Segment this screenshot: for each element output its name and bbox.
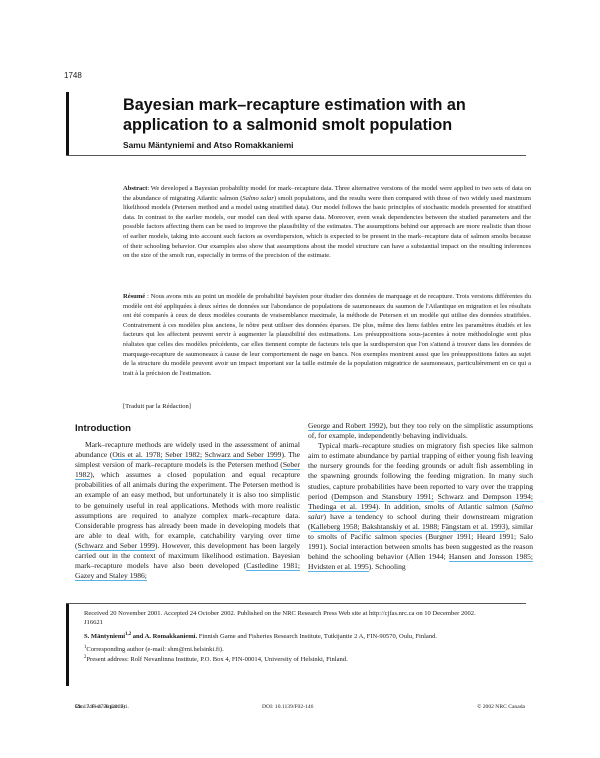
species-name: Salmo salar [242, 194, 274, 202]
title-line-2: application to a salmonid smolt populati… [123, 116, 453, 134]
page-number: 1748 [64, 71, 82, 80]
abstract-text: : We developed a Bayesian probability mo… [123, 185, 531, 202]
citation-link[interactable]: George and Robert 1992 [308, 421, 384, 431]
citation-link[interactable]: Dempson and Stansbury 1991; [333, 491, 434, 502]
body-text: ), similar to smolts of Pacific salmon s… [308, 521, 534, 562]
citation-link[interactable]: Hvidsten et al. 1995 [308, 562, 369, 573]
citation-link[interactable]: Schwarz and Dempson 1994; [437, 491, 533, 502]
citation-link[interactable]: Bakshtanskiy et al. 1988; [361, 521, 440, 532]
citation-link[interactable]: Schwarz and Seber 1999 [77, 540, 155, 551]
author-name: S. Mäntyniemi [84, 632, 126, 640]
body-text: ). The simplest version of mark–recaptur… [75, 450, 301, 470]
citation-link[interactable]: Thedinga et al. 1994 [308, 501, 376, 512]
citation-link[interactable]: Castledine 1981; [246, 561, 300, 572]
article-title: Bayesian mark–recapture estimation with … [123, 95, 543, 135]
paragraph: George and Robert 1992), but they too re… [308, 421, 533, 441]
citation-link[interactable]: Seber 1982 [75, 460, 300, 481]
paragraph: Typical mark–recapture studies on migrat… [308, 441, 534, 573]
introduction-column-right: George and Robert 1992), but they too re… [308, 421, 534, 573]
body-text: ). In addition, smolts of Atlantic salmo… [375, 501, 515, 511]
citation-link[interactable]: Hansen and Jonsson 1985; [448, 552, 533, 563]
species-name: Salmo salar [308, 501, 533, 521]
body-text: Typical mark–recapture studies on migrat… [308, 441, 533, 501]
citation-link[interactable]: Seber 1982; [165, 450, 203, 461]
footnote-vertical-bar [66, 604, 69, 686]
manuscript-id: J16621 [84, 619, 103, 627]
author-affiliation: S. Mäntyniemi1,2 and A. Romakkaniemi. Fi… [84, 632, 529, 641]
body-text: ), but they too rely on the simplistic a… [308, 421, 533, 441]
footnote-marker: 1 [84, 645, 87, 651]
resume: Résumé : Nous avons mis au point un modè… [123, 292, 531, 378]
footnote-2: 2Present address: Rolf Nevanlinna Instit… [84, 655, 529, 664]
citation-link[interactable]: Kalleberg 1958; [310, 521, 360, 532]
footnotes: Received 20 November 2001. Accepted 24 O… [84, 609, 529, 664]
section-heading-introduction: Introduction [75, 423, 131, 434]
footnote-marker: 1,2 [125, 631, 132, 637]
header-divider [66, 155, 526, 156]
citation-link[interactable]: Gazey and Staley 1986; [75, 571, 147, 582]
volume-number: 59 [75, 704, 81, 710]
citation-text: Can. J. Fish. Aquat. Sci. [75, 704, 129, 710]
copyright: © 2002 NRC Canada [477, 704, 525, 710]
citation-link[interactable]: Schwarz and Seber 1999 [204, 450, 282, 461]
citation-text: : 1748–1758 (2002) [80, 704, 126, 710]
body-text: ). Schooling [368, 562, 406, 572]
abstract-label: Abstract [123, 185, 148, 192]
footnote-text: Corresponding author (e-mail: shm@rni.he… [86, 646, 224, 654]
paragraph: Mark–recapture methods are widely used i… [75, 440, 301, 582]
footnote-divider [66, 603, 526, 604]
author-name: and A. Romakkaniemi. [131, 632, 198, 640]
footnote-1: 1Corresponding author (e-mail: shm@rni.h… [84, 645, 529, 654]
affiliation-text: Finnish Game and Fisheries Research Inst… [197, 632, 437, 640]
header-vertical-bar [66, 92, 69, 156]
footnote-text: Present address: Rolf Nevanlinna Institu… [86, 655, 348, 663]
article-authors: Samu Mäntyniemi and Atso Romakkaniemi [123, 140, 294, 150]
body-text: Mark–recapture methods are widely used i… [75, 440, 300, 460]
resume-label: Résumé [123, 293, 146, 300]
body-text [434, 492, 438, 501]
received-dates: Received 20 November 2001. Accepted 24 O… [84, 610, 476, 617]
body-text: ), which assumes a closed population and… [75, 470, 300, 550]
introduction-column-left: Mark–recapture methods are widely used i… [75, 440, 301, 582]
translation-note: [Traduit par la Rédaction] [123, 403, 191, 410]
abstract-text: ) smolt populations, and the results wer… [123, 194, 531, 260]
journal-citation: Can. J. Fish. Aquat. Sci. 59: 1748–1758 … [75, 704, 129, 710]
abstract: Abstract: We developed a Bayesian probab… [123, 184, 531, 261]
citation-link[interactable]: Otis et al. 1978; [112, 450, 163, 461]
body-text: ) have a tendency to school during their… [308, 511, 533, 531]
resume-text: : Nous avons mis au point un modèle de p… [123, 293, 531, 377]
title-line-1: Bayesian mark–recapture estimation with … [123, 96, 466, 114]
body-text: ). However, this development has been la… [75, 540, 300, 571]
citation-link[interactable]: Fängstam et al. 1993 [441, 521, 506, 532]
footnote-marker: 2 [84, 654, 87, 660]
doi: DOI: 10.1139/F02-146 [262, 704, 314, 710]
